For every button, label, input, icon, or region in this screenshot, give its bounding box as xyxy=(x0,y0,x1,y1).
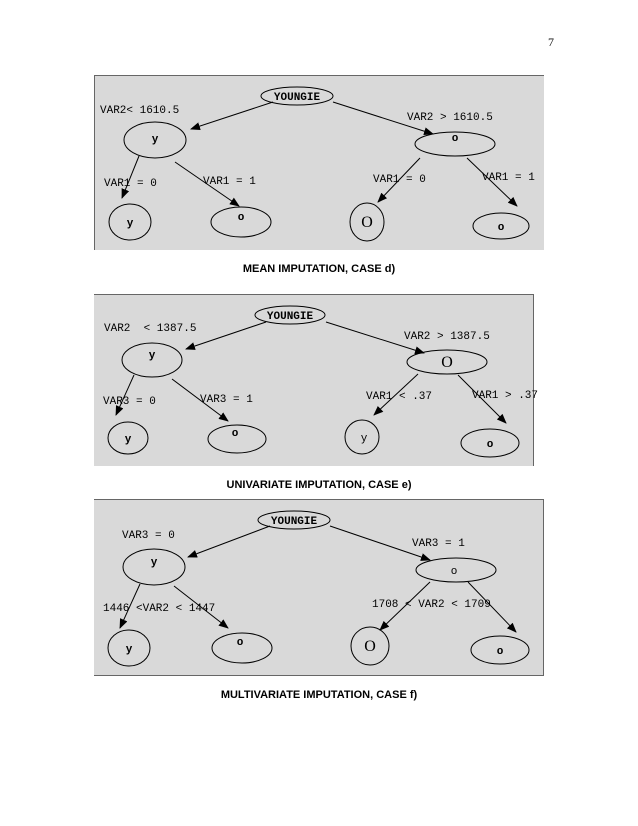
leaf-rr-label: o xyxy=(487,439,494,451)
left-node-label: y xyxy=(149,350,156,362)
ll-edge-label: 1446 <VAR2 < 1447 xyxy=(103,603,215,615)
tree-diagram-mean: YOUNGIE y o y o O o VAR2< 1610.5 VAR2 > … xyxy=(94,75,544,250)
tree-diagram-multivariate: YOUNGIE y o y o O o VAR3 = 0 VAR3 = 1 14… xyxy=(94,499,544,676)
leaf-rr-label: o xyxy=(498,222,505,234)
leaf-ll-label: y xyxy=(127,218,134,230)
right-node-label: o xyxy=(451,566,458,578)
leaf-ll xyxy=(107,421,149,455)
edge-left-left xyxy=(119,583,141,629)
edge-left-right xyxy=(173,585,229,629)
leaf-rl-label: O xyxy=(364,638,376,655)
right-node-label: o xyxy=(452,133,459,145)
leaf-ll xyxy=(108,203,152,241)
leaf-rr xyxy=(470,635,530,665)
tree-svg-univariate: YOUNGIE y O y o y o VAR2 < 1387.5 VAR2 >… xyxy=(103,305,538,458)
leaf-ll-label: y xyxy=(126,644,133,656)
leaf-ll xyxy=(107,629,151,667)
leaf-lr xyxy=(207,424,267,454)
leaf-rl xyxy=(350,626,390,666)
root-label: YOUNGIE xyxy=(274,92,321,104)
rl-edge-label: VAR1 < .37 xyxy=(366,391,432,403)
left-node-label: y xyxy=(151,557,158,569)
edge-right-right xyxy=(467,581,517,633)
leaf-lr xyxy=(210,206,272,238)
edge-left-right xyxy=(174,161,240,207)
leaf-lr-label: o xyxy=(237,637,244,649)
rr-edge-label: VAR1 = 1 xyxy=(482,172,535,184)
edge-right-left xyxy=(377,157,421,203)
left-split-label: VAR3 = 0 xyxy=(122,530,175,542)
right-split-label: VAR2 > 1387.5 xyxy=(404,331,490,343)
leaf-rr-label: o xyxy=(497,646,504,658)
root-node xyxy=(260,86,334,106)
root-label: YOUNGIE xyxy=(267,311,314,323)
left-split-label: VAR2< 1610.5 xyxy=(100,105,179,117)
rl-edge-label: 1708 < VAR2 < 1709 xyxy=(372,599,491,611)
right-split-label: VAR2 > 1610.5 xyxy=(407,112,493,124)
root-node xyxy=(257,510,331,530)
right-node xyxy=(414,131,496,157)
tree-diagram-univariate: YOUNGIE y O y o y o VAR2 < 1387.5 VAR2 >… xyxy=(94,294,538,466)
leaf-rr xyxy=(460,428,520,458)
rl-edge-label: VAR1 = 0 xyxy=(373,174,426,186)
leaf-rl-label: O xyxy=(361,214,373,231)
root-label: YOUNGIE xyxy=(271,516,318,528)
left-node xyxy=(121,342,183,378)
edge-left-left xyxy=(121,155,140,199)
right-split-label: VAR3 = 1 xyxy=(412,538,465,550)
leaf-rl xyxy=(344,419,380,455)
edge-right-right xyxy=(457,374,507,424)
leaf-lr-label: o xyxy=(232,428,239,440)
ll-edge-label: VAR1 = 0 xyxy=(104,178,157,190)
edge-root-left xyxy=(190,101,274,130)
edge-root-right xyxy=(329,525,431,561)
left-node xyxy=(122,548,186,586)
edge-left-left xyxy=(115,374,135,416)
leaf-rl-label: y xyxy=(361,433,368,445)
leaf-lr xyxy=(211,632,273,664)
right-node xyxy=(406,349,488,375)
ll-edge-label: VAR3 = 0 xyxy=(103,396,156,408)
edge-right-left xyxy=(373,373,419,416)
lr-edge-label: VAR1 = 1 xyxy=(203,176,256,188)
tree-svg-multivariate: YOUNGIE y o y o O o VAR3 = 0 VAR3 = 1 14… xyxy=(103,510,530,667)
left-node xyxy=(123,121,187,159)
edge-root-right xyxy=(325,321,425,355)
tree-svg-mean: YOUNGIE y o y o O o VAR2< 1610.5 VAR2 > … xyxy=(100,86,535,242)
edge-right-left xyxy=(379,581,431,631)
page-number: 7 xyxy=(548,35,554,49)
leaf-ll-label: y xyxy=(125,434,132,446)
right-node xyxy=(415,557,497,583)
edge-left-right xyxy=(171,378,229,422)
edge-right-right xyxy=(466,157,518,207)
caption-univariate: UNIVARIATE IMPUTATION, CASE e) xyxy=(226,479,412,491)
caption-mean: MEAN IMPUTATION, CASE d) xyxy=(242,263,396,275)
rr-edge-label: VAR1 > .37 xyxy=(472,390,538,402)
left-split-label: VAR2 < 1387.5 xyxy=(104,323,196,335)
edge-root-left xyxy=(185,321,267,350)
root-node xyxy=(254,305,326,325)
leaf-lr-label: o xyxy=(238,212,245,224)
edge-root-left xyxy=(187,525,271,558)
leaf-rl xyxy=(349,202,385,242)
caption-multivariate: MULTIVARIATE IMPUTATION, CASE f) xyxy=(220,689,418,701)
left-node-label: y xyxy=(152,134,159,146)
lr-edge-label: VAR3 = 1 xyxy=(200,394,253,406)
edge-root-right xyxy=(332,101,434,136)
right-node-label: O xyxy=(441,354,453,371)
leaf-rr xyxy=(472,212,530,240)
